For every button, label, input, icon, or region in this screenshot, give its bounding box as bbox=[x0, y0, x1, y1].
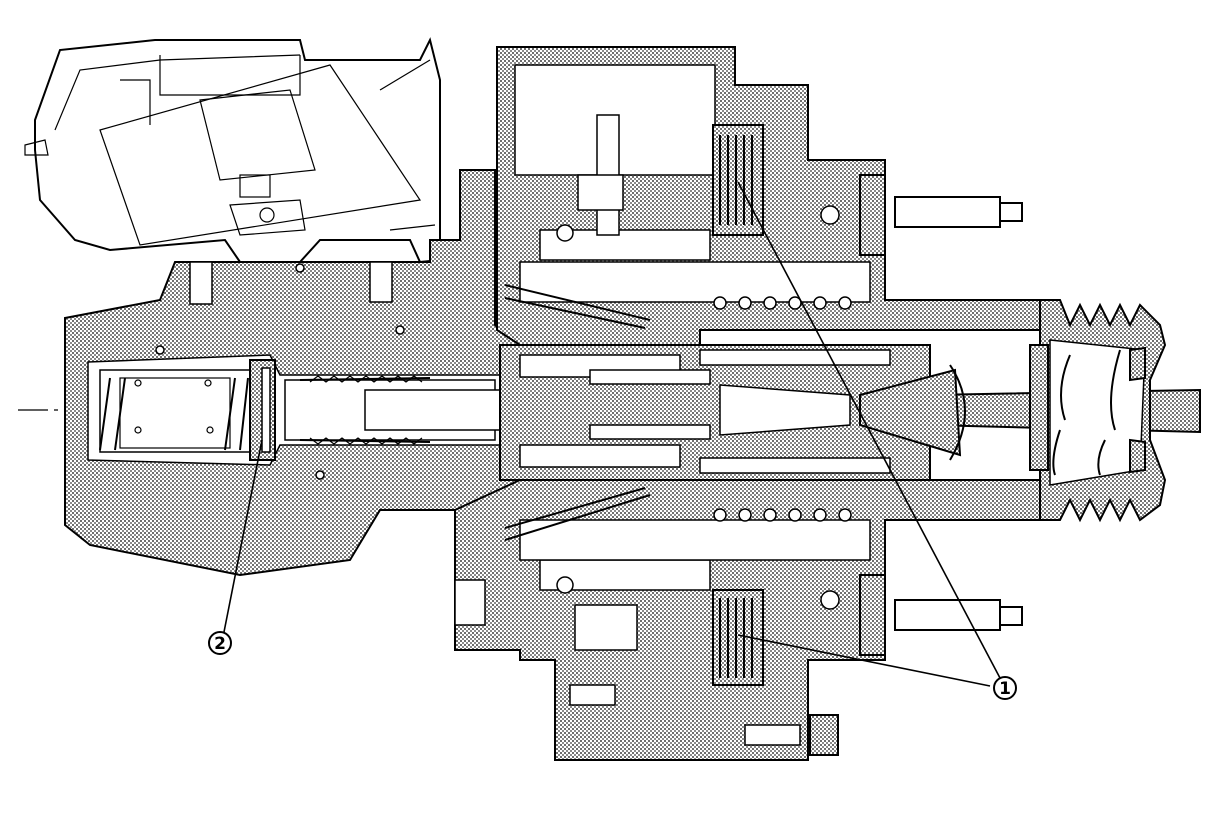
lower-clutch-housing bbox=[454, 479, 1041, 761]
shaft bbox=[499, 344, 1201, 481]
valve-body-outline bbox=[24, 37, 441, 264]
callout-2: 2 bbox=[208, 631, 232, 655]
leader-lines bbox=[223, 181, 1001, 687]
upper-clutch-housing bbox=[496, 46, 1041, 346]
boot-bellows bbox=[1029, 299, 1167, 523]
callout-1-label: 1 bbox=[999, 679, 1011, 699]
callout-1: 1 bbox=[993, 676, 1017, 700]
callout-2-label: 2 bbox=[214, 634, 226, 654]
